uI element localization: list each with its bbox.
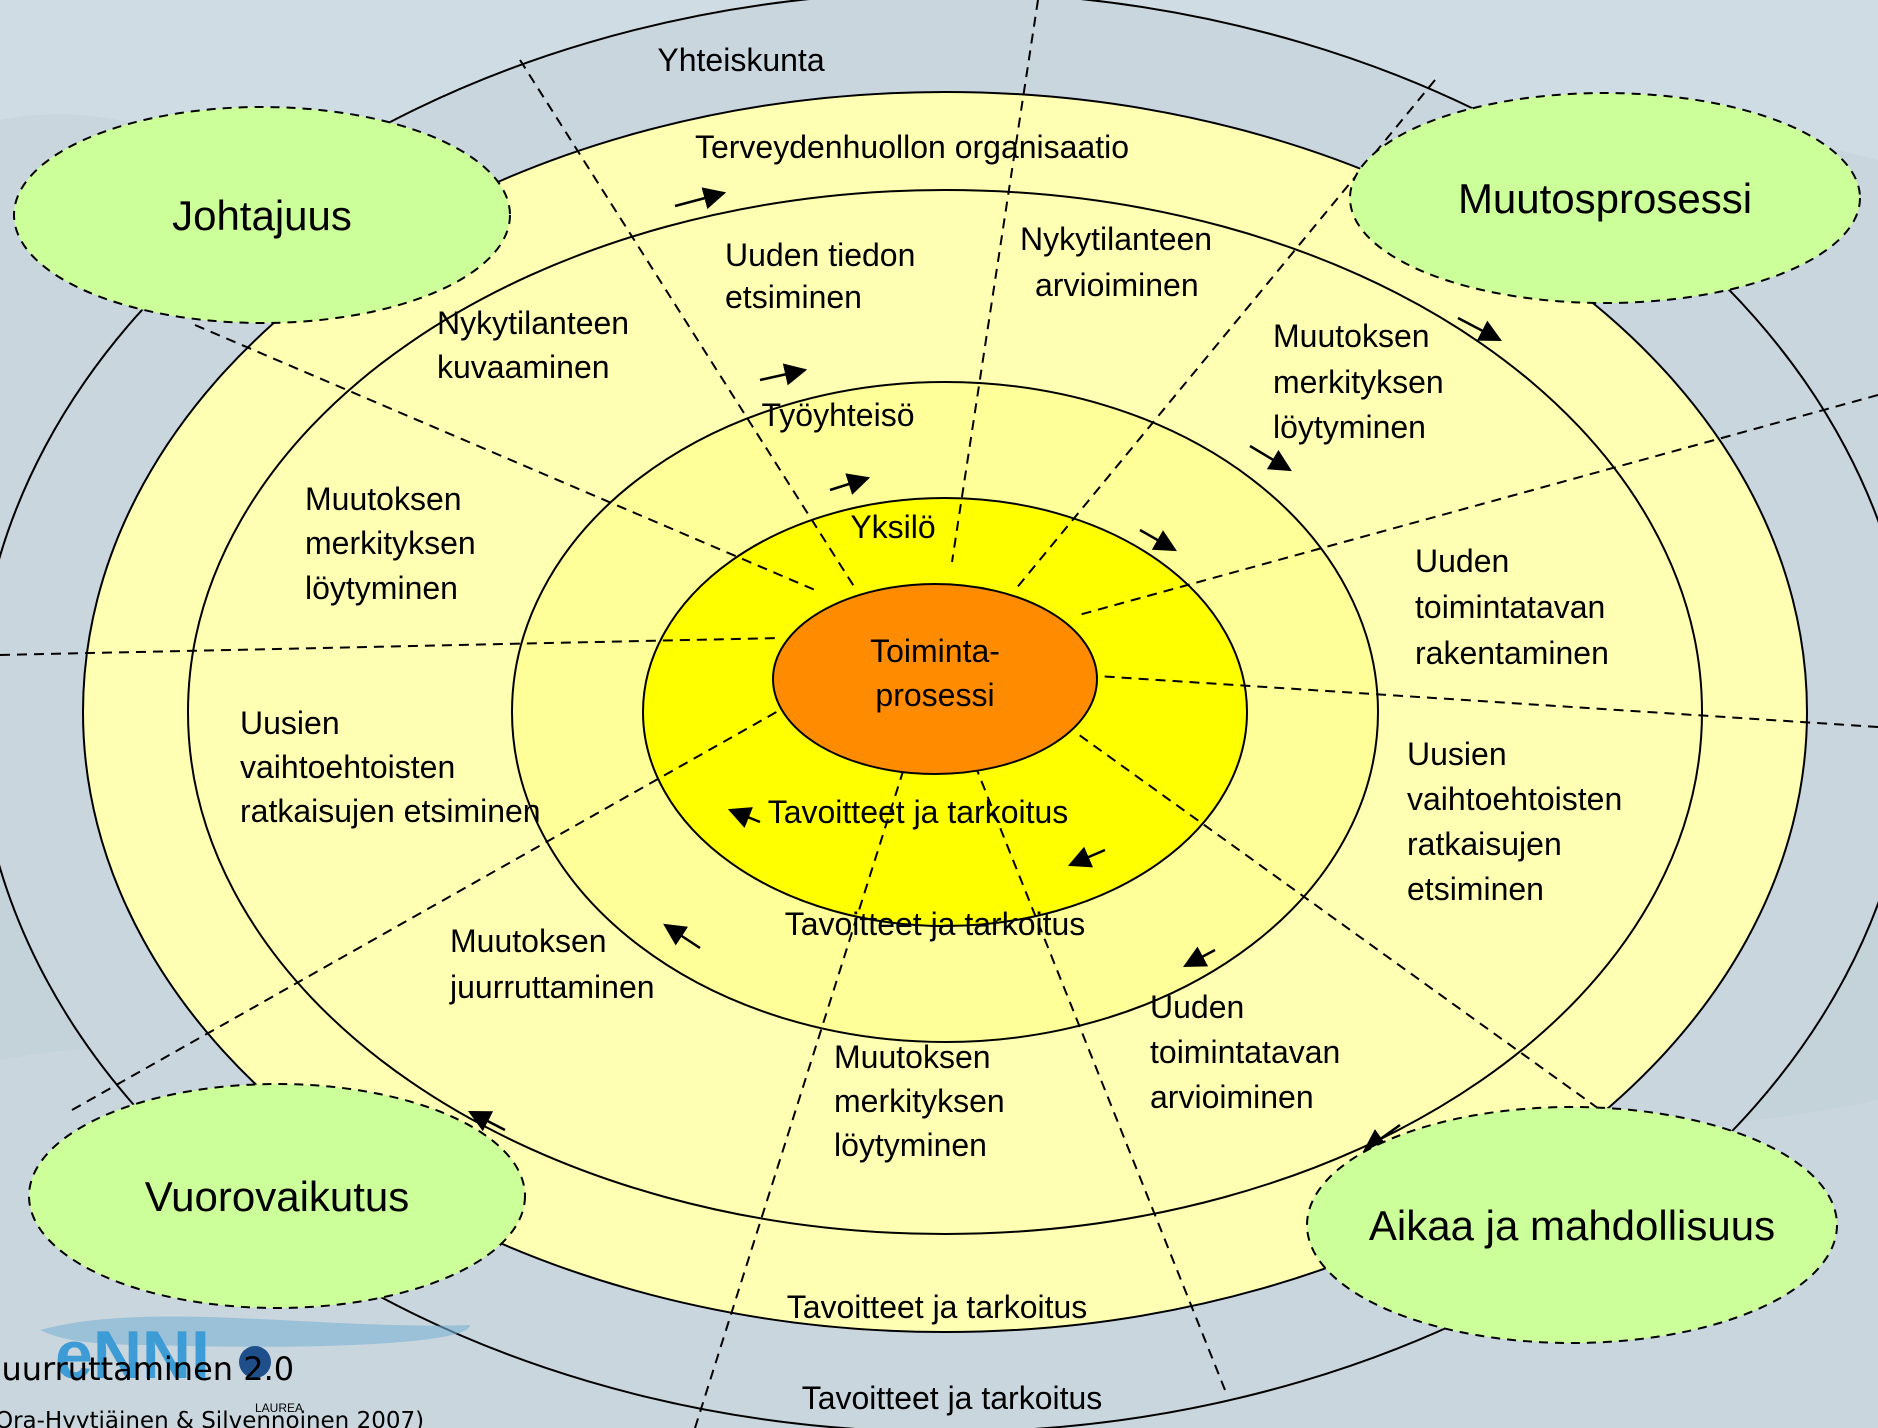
phase-line: Muutoksen (305, 481, 462, 517)
phase-line: Muutoksen (1273, 318, 1430, 354)
phase-knowledge-search: Uuden tiedon etsiminen (725, 237, 915, 315)
phase-line: merkityksen (834, 1083, 1005, 1119)
phase-line: etsiminen (725, 279, 862, 315)
phase-line: etsiminen (1407, 871, 1544, 907)
bubble-label: Johtajuus (172, 192, 352, 239)
goals-society: Tavoitteet ja tarkoitus (802, 1380, 1103, 1416)
phase-line: löytyminen (834, 1127, 987, 1163)
bubble-time: Aikaa ja mahdollisuus (1306, 1106, 1838, 1344)
core-line-2: prosessi (875, 677, 994, 713)
phase-alternatives-left: Uusien vaihtoehtoisten ratkaisujen etsim… (240, 705, 541, 829)
phase-line: Uuden (1150, 989, 1244, 1025)
logo-laurea: LAUREA (255, 1401, 303, 1415)
phase-new-practice-evaluation: Uuden toimintatavan arvioiminen (1150, 989, 1340, 1115)
footer-title: Juurruttaminen 2.0 (0, 1350, 294, 1388)
phase-current-description: Nykytilanteen kuvaaminen (437, 305, 629, 385)
bubble-label: Vuorovaikutus (145, 1173, 410, 1220)
phase-line: toimintatavan (1415, 589, 1605, 625)
bubble-label: Aikaa ja mahdollisuus (1369, 1202, 1775, 1249)
bubble-label: Muutosprosessi (1458, 175, 1752, 222)
phase-line: ratkaisujen (1407, 826, 1562, 862)
phase-meaning-bottom: Muutoksen merkityksen löytyminen (834, 1039, 1005, 1163)
ring-label-community: Työyhteisö (762, 397, 915, 433)
phase-line: Uusien (240, 705, 340, 741)
core-ellipse (772, 583, 1098, 775)
phase-line: Muutoksen (450, 923, 607, 959)
phase-alternatives-right: Uusien vaihtoehtoisten ratkaisujen etsim… (1407, 736, 1622, 907)
ring-label-society: Yhteiskunta (657, 42, 824, 78)
phase-line: kuvaaminen (437, 349, 610, 385)
phase-line: toimintatavan (1150, 1034, 1340, 1070)
phase-line: Uusien (1407, 736, 1507, 772)
phase-new-practice-building: Uuden toimintatavan rakentaminen (1415, 543, 1609, 671)
phase-line: vaihtoehtoisten (240, 749, 455, 785)
logo-dot (239, 1346, 271, 1378)
logo-swoosh (40, 1316, 470, 1347)
goals-organisation: Tavoitteet ja tarkoitus (787, 1289, 1088, 1325)
phase-meaning-left: Muutoksen merkityksen löytyminen (305, 481, 476, 606)
ring-label-organisation: Terveydenhuollon organisaatio (695, 129, 1129, 165)
phase-rooting: Muutoksen juurruttaminen (449, 923, 655, 1005)
footer-citation: (Ora-Hyytiäinen & Silvennoinen 2007) (0, 1408, 424, 1428)
phase-line: Uuden (1415, 543, 1509, 579)
phase-meaning-right: Muutoksen merkityksen löytyminen (1273, 318, 1444, 445)
phase-line: ratkaisujen etsiminen (240, 793, 541, 829)
phase-line: merkityksen (1273, 364, 1444, 400)
phase-line: löytyminen (305, 570, 458, 606)
logo-enni: eNNI (55, 1317, 210, 1393)
phase-line: arvioiminen (1035, 267, 1199, 303)
phase-line: merkityksen (305, 525, 476, 561)
phase-line: Nykytilanteen (1020, 221, 1212, 257)
phase-current-assessment: Nykytilanteen arvioiminen (1020, 221, 1212, 303)
phase-line: löytyminen (1273, 409, 1426, 445)
phase-line: juurruttaminen (449, 969, 655, 1005)
goals-individual: Tavoitteet ja tarkoitus (768, 794, 1069, 830)
phase-line: arvioiminen (1150, 1079, 1314, 1115)
goals-community: Tavoitteet ja tarkoitus (785, 906, 1086, 942)
flow-arrows (467, 187, 1502, 1152)
phase-line: Uuden tiedon (725, 237, 915, 273)
footer: eNNI LAUREA Juurruttaminen 2.0 (Ora-Hyyt… (0, 1316, 470, 1428)
ring-label-individual: Yksilö (850, 509, 935, 545)
bubble-interaction: Vuorovaikutus (28, 1083, 526, 1309)
bubble-change-process: Muutosprosessi (1349, 92, 1861, 304)
bubble-leadership: Johtajuus (13, 106, 511, 324)
phase-line: rakentaminen (1415, 635, 1609, 671)
phase-line: Nykytilanteen (437, 305, 629, 341)
phase-line: Muutoksen (834, 1039, 991, 1075)
core-line-1: Toiminta- (870, 633, 1000, 669)
phase-line: vaihtoehtoisten (1407, 781, 1622, 817)
